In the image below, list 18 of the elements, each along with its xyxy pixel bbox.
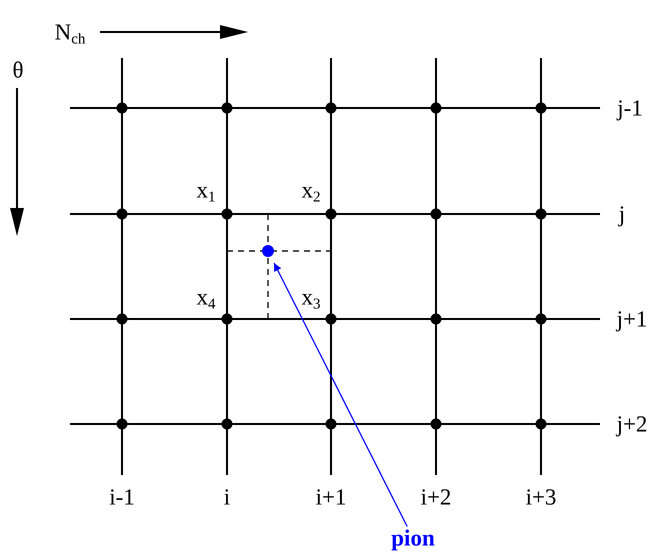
row-label: j-1	[617, 96, 643, 120]
leader-arrow	[274, 262, 408, 527]
axis-label: θ	[12, 58, 24, 82]
column-label: i+1	[316, 486, 346, 508]
point-marker	[262, 245, 274, 257]
corner-label: x$_{3}$	[302, 286, 320, 308]
column-label: i-1	[109, 486, 135, 508]
row-label: j+1	[616, 308, 648, 330]
row-label: j	[618, 202, 626, 226]
column-label: i+2	[420, 486, 452, 508]
axis-label: N$_{ch}$	[54, 20, 86, 44]
corner-label: x$_{4}$	[196, 286, 216, 308]
column-label: i+3	[526, 486, 556, 508]
column-label: i	[224, 486, 230, 508]
row-label: j+2	[616, 412, 648, 436]
pion-label: pion	[391, 526, 435, 550]
corner-label: x$_{2}$	[302, 178, 320, 202]
corner-label: x$_{1}$	[196, 178, 216, 202]
